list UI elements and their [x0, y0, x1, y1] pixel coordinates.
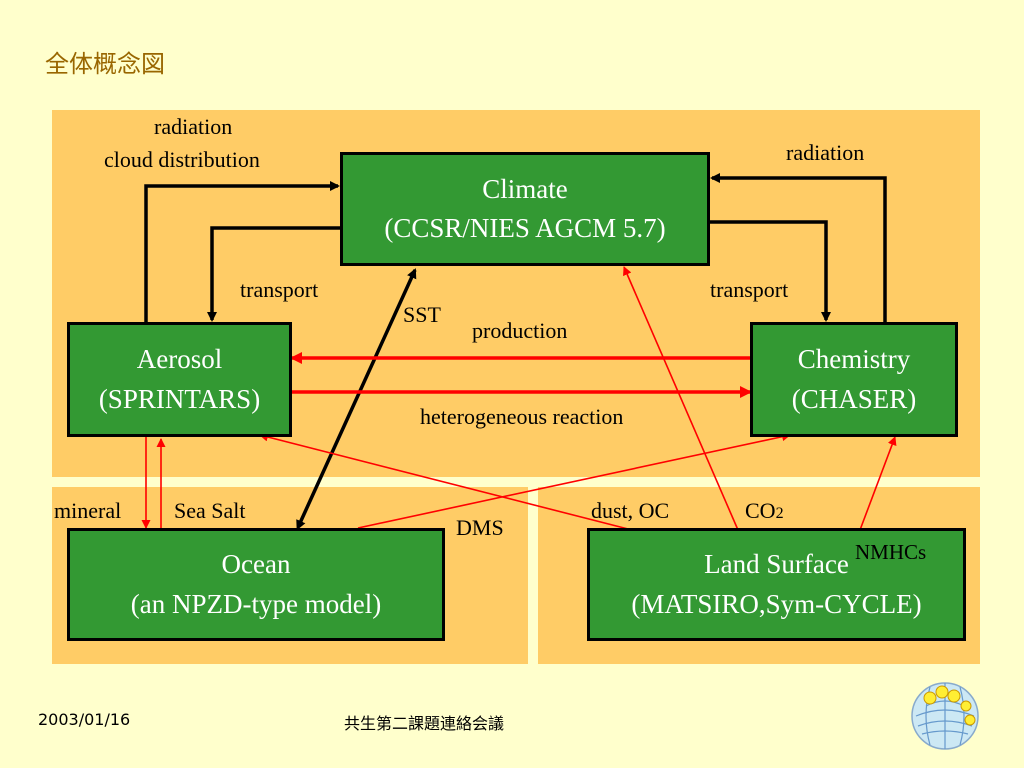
chemistry-box: Chemistry (CHASER) [750, 322, 958, 437]
label-transport-left: transport [240, 277, 319, 302]
arrow-aerosol-to-climate [144, 181, 340, 324]
footer-date: 2003/01/16 [38, 710, 131, 729]
land-surface-name: Land Surface [704, 549, 849, 580]
globe-logo-icon [911, 682, 979, 750]
footer-meeting-name: 共生第二課題連絡会議 [344, 714, 505, 733]
label-sst: SST [403, 302, 441, 327]
arrow-dust-oc [259, 432, 633, 531]
label-radiation-left: radiation [154, 114, 233, 139]
label-dms: DMS [456, 515, 504, 540]
label-radiation-right: radiation [786, 140, 865, 165]
aerosol-name: Aerosol [136, 344, 223, 375]
label-co2-text: CO [745, 498, 776, 523]
label-co2-subscript: 2 [775, 505, 784, 522]
label-production: production [472, 318, 568, 343]
label-heterogeneous-reaction: heterogeneous reaction [420, 404, 624, 429]
chemistry-name: Chemistry [797, 344, 911, 375]
label-co2: CO2 [745, 498, 784, 524]
label-dust-oc: dust, OC [591, 498, 670, 523]
aerosol-model: (SPRINTARS) [98, 383, 261, 414]
climate-box: Climate (CCSR/NIES AGCM 5.7) [340, 152, 710, 266]
ocean-box: Ocean (an NPZD-type model) [67, 528, 445, 641]
ocean-model: (an NPZD-type model) [130, 588, 382, 619]
arrow-nmhcs [859, 436, 897, 531]
label-sea-salt: Sea Salt [174, 498, 246, 523]
arrow-co2 [623, 266, 739, 531]
land-surface-box: Land Surface (MATSIRO,Sym-CYCLE) [587, 528, 966, 641]
label-transport-right: transport [710, 277, 789, 302]
arrow-climate-to-chemistry [708, 220, 831, 322]
land-surface-model: (MATSIRO,Sym-CYCLE) [631, 588, 922, 619]
arrow-dms [357, 432, 791, 529]
label-nmhcs: NMHCs [855, 540, 927, 564]
label-mineral: mineral [54, 498, 122, 523]
arrow-climate-to-aerosol [207, 226, 342, 322]
ocean-name: Ocean [221, 549, 291, 580]
label-cloud-distribution: cloud distribution [104, 147, 260, 172]
aerosol-box: Aerosol (SPRINTARS) [67, 322, 292, 437]
chemistry-model: (CHASER) [791, 383, 917, 414]
arrow-chemistry-to-climate [710, 173, 887, 324]
slide-title: 全体概念図 [45, 50, 165, 78]
climate-name: Climate [482, 173, 568, 204]
arrow-sst-climate-ocean [296, 268, 417, 531]
climate-model: (CCSR/NIES AGCM 5.7) [384, 213, 666, 243]
